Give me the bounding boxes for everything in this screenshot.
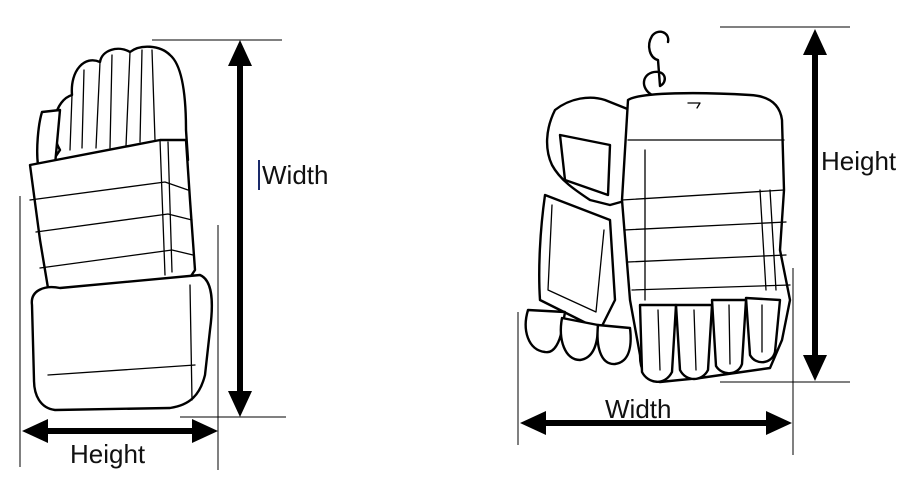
right-vertical-arrow xyxy=(803,29,827,381)
left-vertical-arrow xyxy=(228,40,252,417)
right-height-label: Height xyxy=(821,146,897,176)
left-horizontal-arrow xyxy=(22,419,218,443)
left-glove-side-view xyxy=(28,45,214,412)
right-glove-front-view xyxy=(524,30,792,384)
hanger-hook xyxy=(642,30,670,97)
right-horizontal-arrow xyxy=(520,411,792,435)
right-width-label: Width xyxy=(605,394,671,424)
left-width-label: Width xyxy=(262,160,328,190)
left-height-label: Height xyxy=(70,439,146,469)
